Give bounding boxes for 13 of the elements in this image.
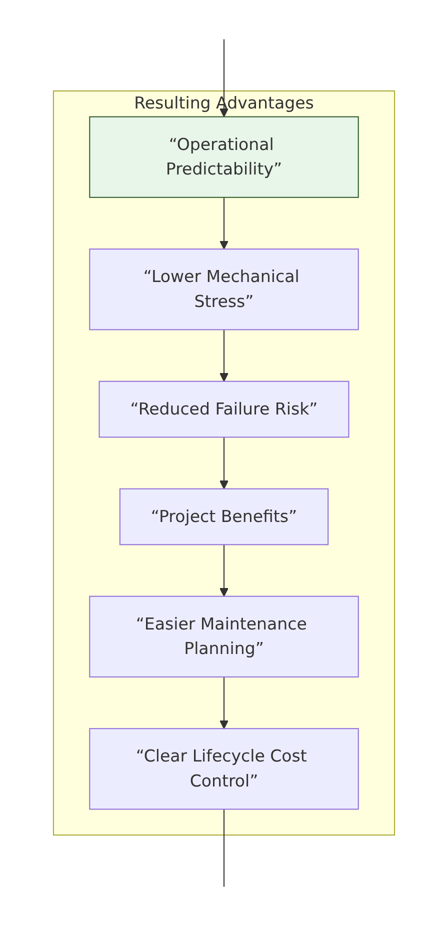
connector [223, 809, 225, 887]
arrow [219, 676, 229, 730]
node-box: “Lower Mechanical Stress” [89, 248, 359, 330]
arrow [219, 544, 229, 597]
node-box: “Clear Lifecycle Cost Control” [89, 728, 359, 810]
arrow [219, 330, 229, 382]
node-box: “Easier Maintenance Planning” [89, 596, 359, 678]
arrow [219, 39, 229, 118]
arrow [219, 197, 229, 250]
node-box: “Reduced Failure Risk” [98, 380, 350, 438]
arrow [219, 437, 229, 490]
node-box: “Project Benefits” [119, 488, 329, 546]
node-box: “Operational Predictability” [89, 116, 359, 198]
